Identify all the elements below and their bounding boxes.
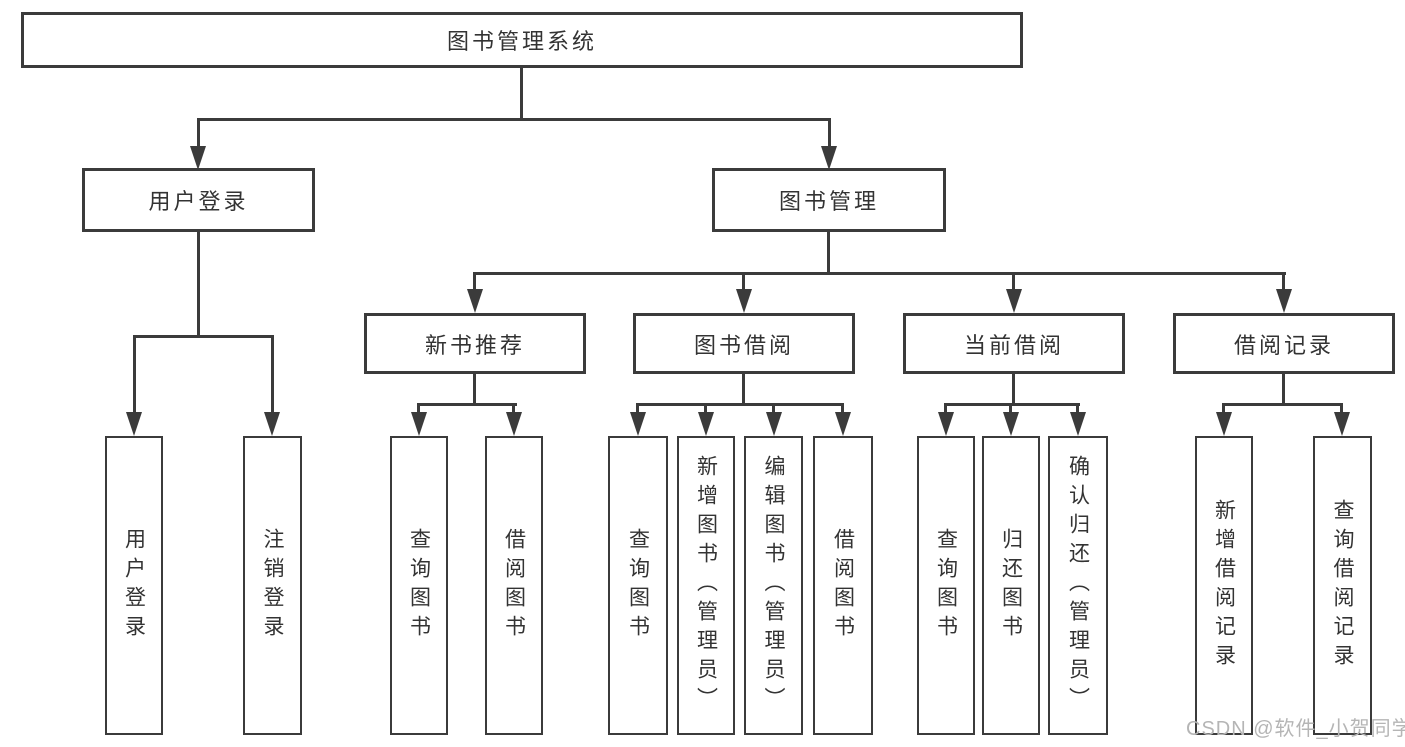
arrow-down-nb-borrow (506, 412, 522, 436)
connector-stem-br-add (1222, 403, 1225, 412)
leaf-edit-book-admin: 编辑图书（管理员） (744, 436, 803, 735)
arrow-down-cb-confirm (1070, 412, 1086, 436)
arrow-down-leaf-user-login (126, 412, 142, 436)
connector-newbook-split (417, 403, 517, 406)
connector-stem-cb-return (1009, 403, 1012, 412)
node-book-borrow: 图书借阅 (633, 313, 855, 374)
connector-newbook-drop (473, 374, 476, 405)
connector-userlogin-split (133, 335, 274, 338)
connector-userlogin-drop (197, 232, 200, 338)
connector-stem-bb-borrow (841, 403, 844, 412)
arrow-down-leaf-logout (264, 412, 280, 436)
connector-stem-bb-query (636, 403, 639, 412)
connector-stem-br-query (1340, 403, 1343, 412)
leaf-add-borrow-record: 新增借阅记录 (1195, 436, 1253, 735)
connector-stem-user-login (197, 118, 200, 146)
csdn-watermark: CSDN @软件_小贺同学 (1186, 718, 1405, 740)
connector-stem-leaf-logout (271, 335, 274, 412)
connector-stem-book-borrow (742, 272, 745, 289)
arrow-down-br-add (1216, 412, 1232, 436)
connector-stem-new-book (473, 272, 476, 289)
connector-root-drop (520, 68, 523, 120)
leaf-user-login: 用户登录 (105, 436, 163, 735)
connector-stem-current-borrow (1012, 272, 1015, 289)
connector-stem-bb-add (704, 403, 707, 412)
leaf-query-books-current: 查询图书 (917, 436, 975, 735)
connector-root-split (197, 118, 831, 121)
leaf-query-borrow-record: 查询借阅记录 (1313, 436, 1372, 735)
leaf-query-books-borrow: 查询图书 (608, 436, 668, 735)
connector-current-split (944, 403, 1080, 406)
arrow-down-borrow-records (1276, 289, 1292, 313)
connector-bookmgmt-drop (827, 232, 830, 275)
leaf-confirm-return-admin: 确认归还（管理员） (1048, 436, 1108, 735)
connector-stem-nb-borrow (512, 403, 515, 412)
arrow-down-book-management (821, 146, 837, 170)
arrow-down-bb-edit (766, 412, 782, 436)
arrow-down-bb-query (630, 412, 646, 436)
connector-stem-borrow-records (1282, 272, 1285, 289)
connector-stem-leaf-user-login (133, 335, 136, 412)
leaf-add-book-admin: 新增图书（管理员） (677, 436, 735, 735)
arrow-down-user-login (190, 146, 206, 170)
arrow-down-br-query (1334, 412, 1350, 436)
connector-borrow-drop (742, 374, 745, 405)
node-book-management: 图书管理 (712, 168, 946, 232)
leaf-logout: 注销登录 (243, 436, 302, 735)
connector-records-drop (1282, 374, 1285, 405)
node-new-book-recommend: 新书推荐 (364, 313, 586, 374)
leaf-borrow-books-borrow: 借阅图书 (813, 436, 873, 735)
arrow-down-bb-add (698, 412, 714, 436)
arrow-down-cb-query (938, 412, 954, 436)
connector-stem-book-management (828, 118, 831, 146)
arrow-down-current-borrow (1006, 289, 1022, 313)
node-current-borrow: 当前借阅 (903, 313, 1125, 374)
connector-stem-cb-confirm (1076, 403, 1079, 412)
arrow-down-nb-query (411, 412, 427, 436)
leaf-query-books-newbook: 查询图书 (390, 436, 448, 735)
connector-current-drop (1012, 374, 1015, 405)
root-node-library-system: 图书管理系统 (21, 12, 1023, 68)
arrow-down-book-borrow (736, 289, 752, 313)
arrow-down-bb-borrow (835, 412, 851, 436)
arrow-down-cb-return (1003, 412, 1019, 436)
connector-stem-nb-query (417, 403, 420, 412)
node-user-login: 用户登录 (82, 168, 315, 232)
leaf-return-book: 归还图书 (982, 436, 1040, 735)
connector-bookmgmt-split (474, 272, 1286, 275)
connector-stem-cb-query (944, 403, 947, 412)
arrow-down-new-book (467, 289, 483, 313)
leaf-borrow-books-newbook: 借阅图书 (485, 436, 543, 735)
connector-borrow-split (636, 403, 844, 406)
connector-records-split (1222, 403, 1343, 406)
connector-stem-bb-edit (772, 403, 775, 412)
node-borrow-records: 借阅记录 (1173, 313, 1395, 374)
